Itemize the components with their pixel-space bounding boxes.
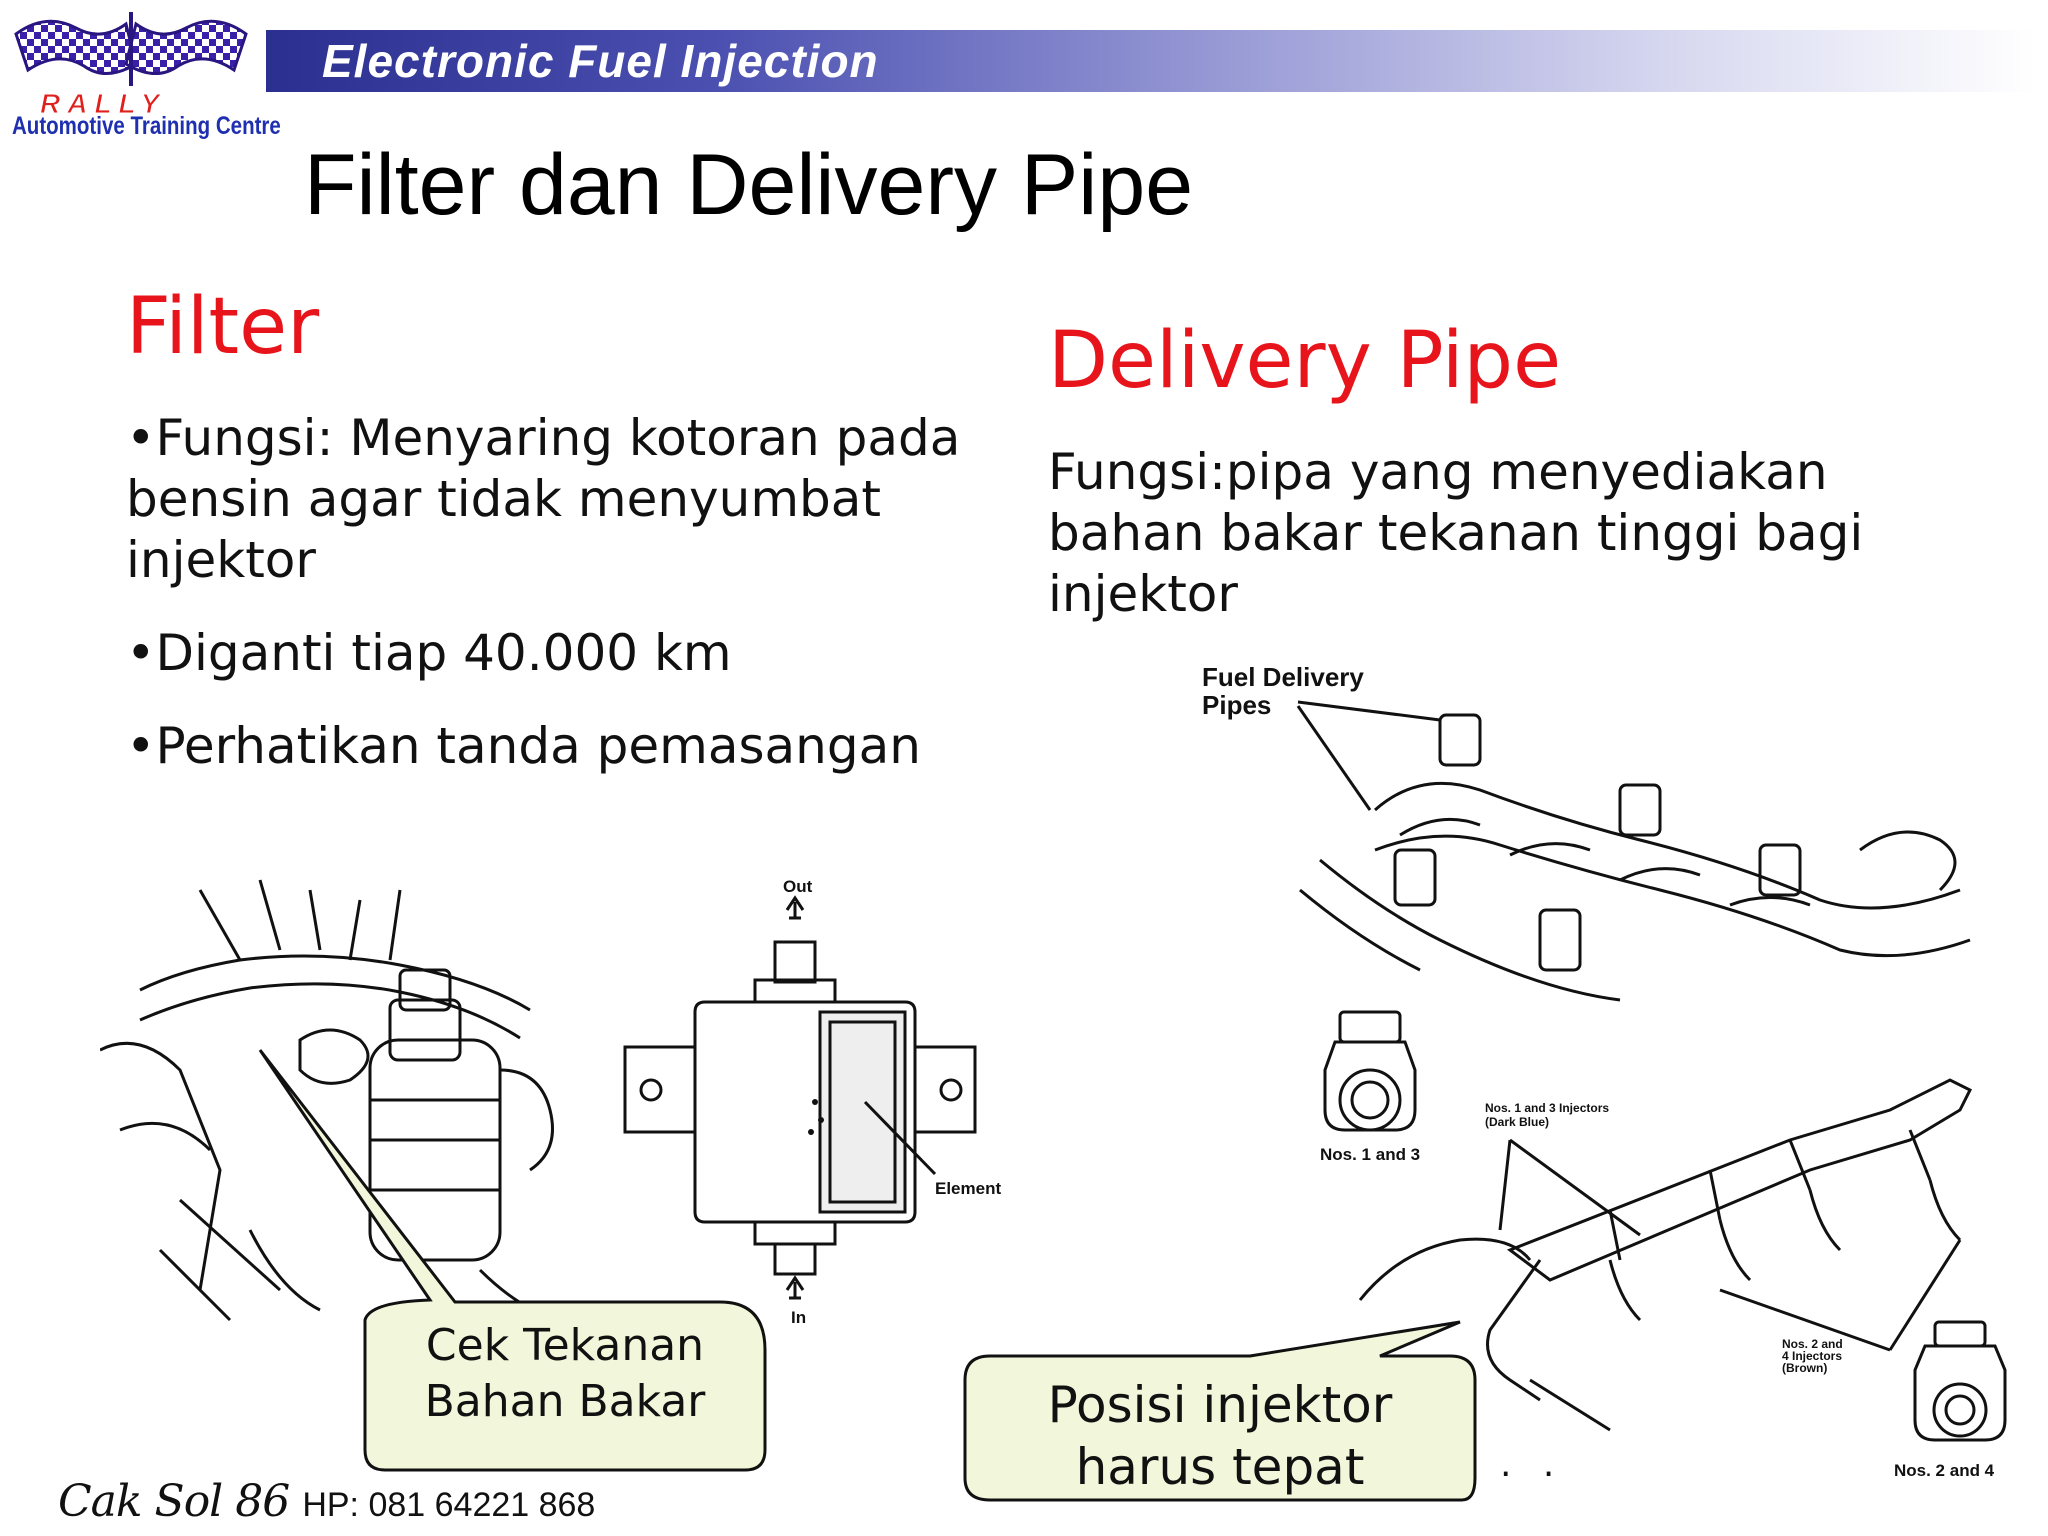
injectors-2-4-label-line2: 4 Injectors (1782, 1349, 1842, 1363)
callout-injector-position-shape (963, 1320, 1477, 1502)
delivery-pipe-heading: Delivery Pipe (1048, 316, 1562, 406)
filter-heading: Filter (126, 282, 320, 372)
callout-injector-position-line1: Posisi injektor (1047, 1376, 1393, 1434)
checkered-flags-icon (14, 12, 248, 86)
fuel-delivery-label-line1: Fuel Delivery (1202, 662, 1364, 692)
filter-in-label: In (791, 1308, 806, 1327)
delivery-pipe-engine-illustration: Fuel Delivery Pipes (1202, 662, 1971, 1002)
logo-subtitle: Automotive Training Centre (12, 112, 281, 140)
filter-bullet: •Fungsi: Menyaring kotoran pada bensin a… (126, 409, 961, 589)
fuel-filter-cross-section: Out In Element (623, 877, 1001, 1327)
callout-check-pressure-shape (258, 1049, 767, 1472)
footer: Cak Sol 86 HP: 081 64221 868 (58, 1476, 595, 1527)
filter-bullet: •Perhatikan tanda pemasangan (126, 717, 921, 775)
filter-bullet-list: •Fungsi: Menyaring kotoran pada bensin a… (126, 408, 996, 809)
injector-harness-illustration: Nos. 1 and 3 Nos. 1 and 3 Injectors (Dar… (1320, 1010, 2007, 1480)
callout-check-pressure-line1: Cek Tekanan (425, 1320, 705, 1371)
logo: RALLY Automotive Training Centre (6, 4, 281, 140)
header-title: Electronic Fuel Injection (322, 35, 879, 87)
callout-check-pressure: Cek Tekanan Bahan Bakar (370, 1318, 760, 1430)
filter-bullet: •Diganti tiap 40.000 km (126, 624, 732, 682)
injectors-2-4-color: (Brown) (1782, 1361, 1827, 1375)
footer-phone: HP: 081 64221 868 (302, 1486, 596, 1524)
logo-brand: RALLY (39, 88, 167, 120)
injectors-2-4-label-line1: Nos. 2 and (1782, 1337, 1843, 1351)
footer-signature: Cak Sol 86 (58, 1476, 290, 1527)
trailing-dots: . . (1500, 1444, 1565, 1485)
fuel-delivery-label-line2: Pipes (1202, 690, 1271, 720)
header-bar: Electronic Fuel Injection (266, 30, 2036, 92)
filter-element-label: Element (935, 1179, 1001, 1198)
delivery-pipe-description: Fungsi:pipa yang menyediakan bahan bakar… (1048, 443, 1864, 623)
filter-out-label: Out (783, 877, 813, 896)
nos-2-4-label: Nos. 2 and 4 (1894, 1461, 1995, 1480)
callout-check-pressure-line2: Bahan Bakar (424, 1376, 706, 1427)
injectors-1-3-color: (Dark Blue) (1485, 1115, 1549, 1129)
callout-injector-position: Posisi injektor harus tepat (975, 1374, 1465, 1498)
nos-1-3-label: Nos. 1 and 3 (1320, 1145, 1420, 1164)
callout-injector-position-line2: harus tepat (1075, 1438, 1365, 1496)
injectors-1-3-label: Nos. 1 and 3 Injectors (1485, 1101, 1609, 1115)
slide-title: Filter dan Delivery Pipe (304, 137, 1194, 233)
filter-installation-illustration (100, 879, 561, 1322)
